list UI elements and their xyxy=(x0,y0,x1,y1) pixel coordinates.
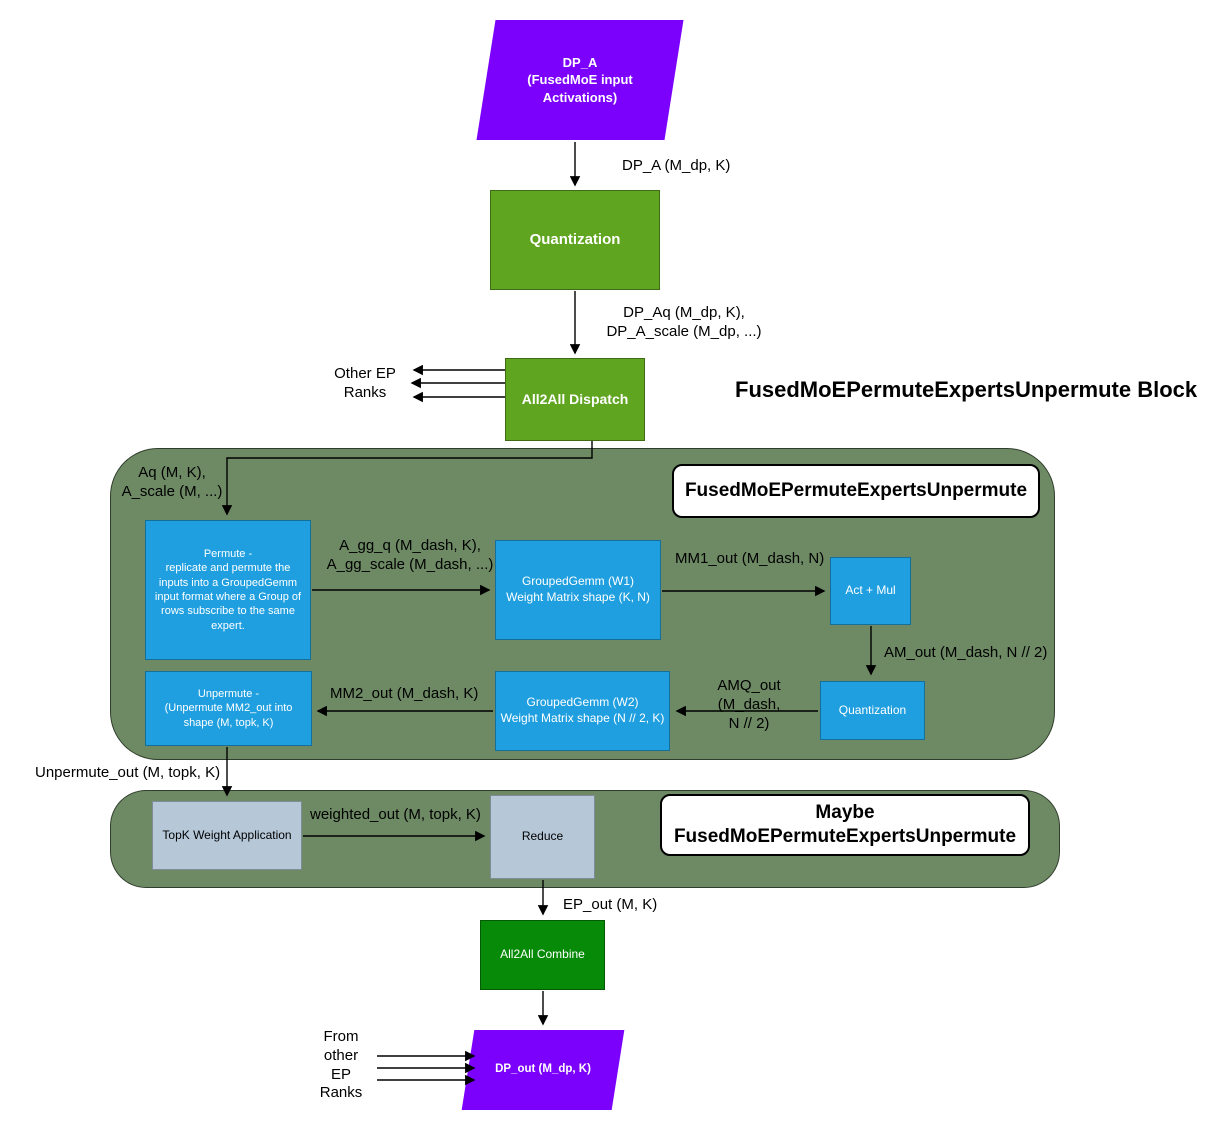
node-act-mul: Act + Mul xyxy=(830,557,911,625)
node-topk-weight-application: TopK Weight Application xyxy=(152,801,302,870)
node-dp-out: DP_out (M_dp, K) xyxy=(461,1030,625,1110)
edge-label-quantization-to-w2: AMQ_out (M_dash, N // 2) xyxy=(717,677,781,732)
edge-label-dpa-to-quantization: DP_A (M_dp, K) xyxy=(622,157,731,174)
node-all2all-combine: All2All Combine xyxy=(480,920,605,990)
edge-label-topk-to-reduce: weighted_out (M, topk, K) xyxy=(310,806,481,823)
edge-label-w2-to-unpermute: MM2_out (M_dash, K) xyxy=(330,685,479,702)
label-from-other-ep-ranks: From other EP Ranks xyxy=(319,1028,363,1102)
node-grouped-gemm-w1: GroupedGemm (W1) Weight Matrix shape (K,… xyxy=(495,540,661,640)
edge-label-dispatch-to-permute: Aq (M, K), A_scale (M, ...) xyxy=(121,464,223,500)
node-quantization-inner: Quantization xyxy=(820,681,925,740)
edge-label-w1-to-actmul: MM1_out (M_dash, N) xyxy=(675,550,825,567)
inner-container-label: FusedMoEPermuteExpertsUnpermute xyxy=(672,464,1040,518)
label-other-ep-ranks: Other EP Ranks xyxy=(334,365,396,401)
node-grouped-gemm-w2: GroupedGemm (W2) Weight Matrix shape (N … xyxy=(495,671,670,751)
dp-out-label: DP_out (M_dp, K) xyxy=(495,1063,591,1076)
edge-label-quantization-to-dispatch: DP_Aq (M_dp, K), DP_A_scale (M_dp, ...) xyxy=(606,304,762,340)
node-all2all-dispatch: All2All Dispatch xyxy=(505,358,645,441)
node-unpermute: Unpermute - (Unpermute MM2_out into shap… xyxy=(145,671,312,746)
block-title: FusedMoEPermuteExpertsUnpermute Block xyxy=(735,377,1198,402)
node-quantization-top: Quantization xyxy=(490,190,660,290)
node-dp-a: DP_A (FusedMoE input Activations) xyxy=(476,20,684,140)
dp-a-label: DP_A (FusedMoE input Activations) xyxy=(527,54,633,105)
edge-label-reduce-out: EP_out (M, K) xyxy=(563,896,658,913)
node-reduce: Reduce xyxy=(490,795,595,879)
node-permute: Permute - replicate and permute the inpu… xyxy=(145,520,311,660)
edge-label-actmul-to-quantization: AM_out (M_dash, N // 2) xyxy=(884,644,1048,661)
maybe-container-label: Maybe FusedMoEPermuteExpertsUnpermute xyxy=(660,794,1030,856)
edge-label-permute-to-w1: A_gg_q (M_dash, K), A_gg_scale (M_dash, … xyxy=(326,537,494,573)
edge-label-unpermute-out: Unpermute_out (M, topk, K) xyxy=(35,764,221,781)
